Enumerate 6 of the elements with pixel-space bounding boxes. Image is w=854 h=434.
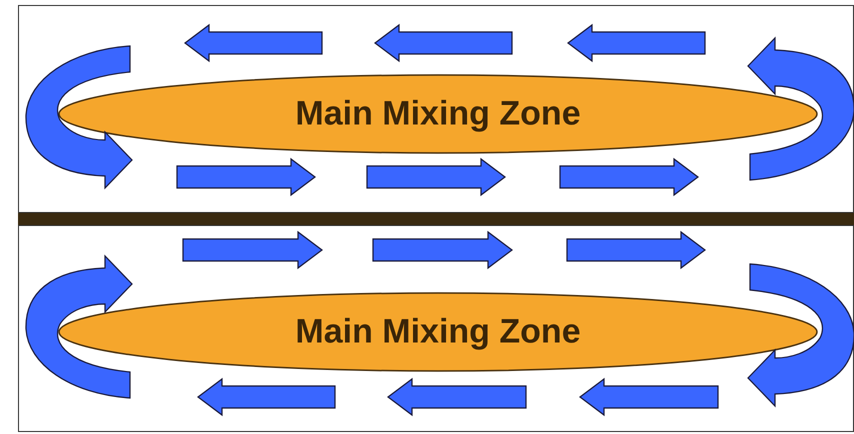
panel-frame (18, 5, 854, 213)
panel-frame (18, 225, 854, 432)
mixing-zone-ellipse (58, 292, 818, 372)
zone-label: Main Mixing Zone (295, 94, 581, 134)
mixing-zone-ellipse (58, 74, 818, 154)
zone-label: Main Mixing Zone (295, 312, 581, 352)
